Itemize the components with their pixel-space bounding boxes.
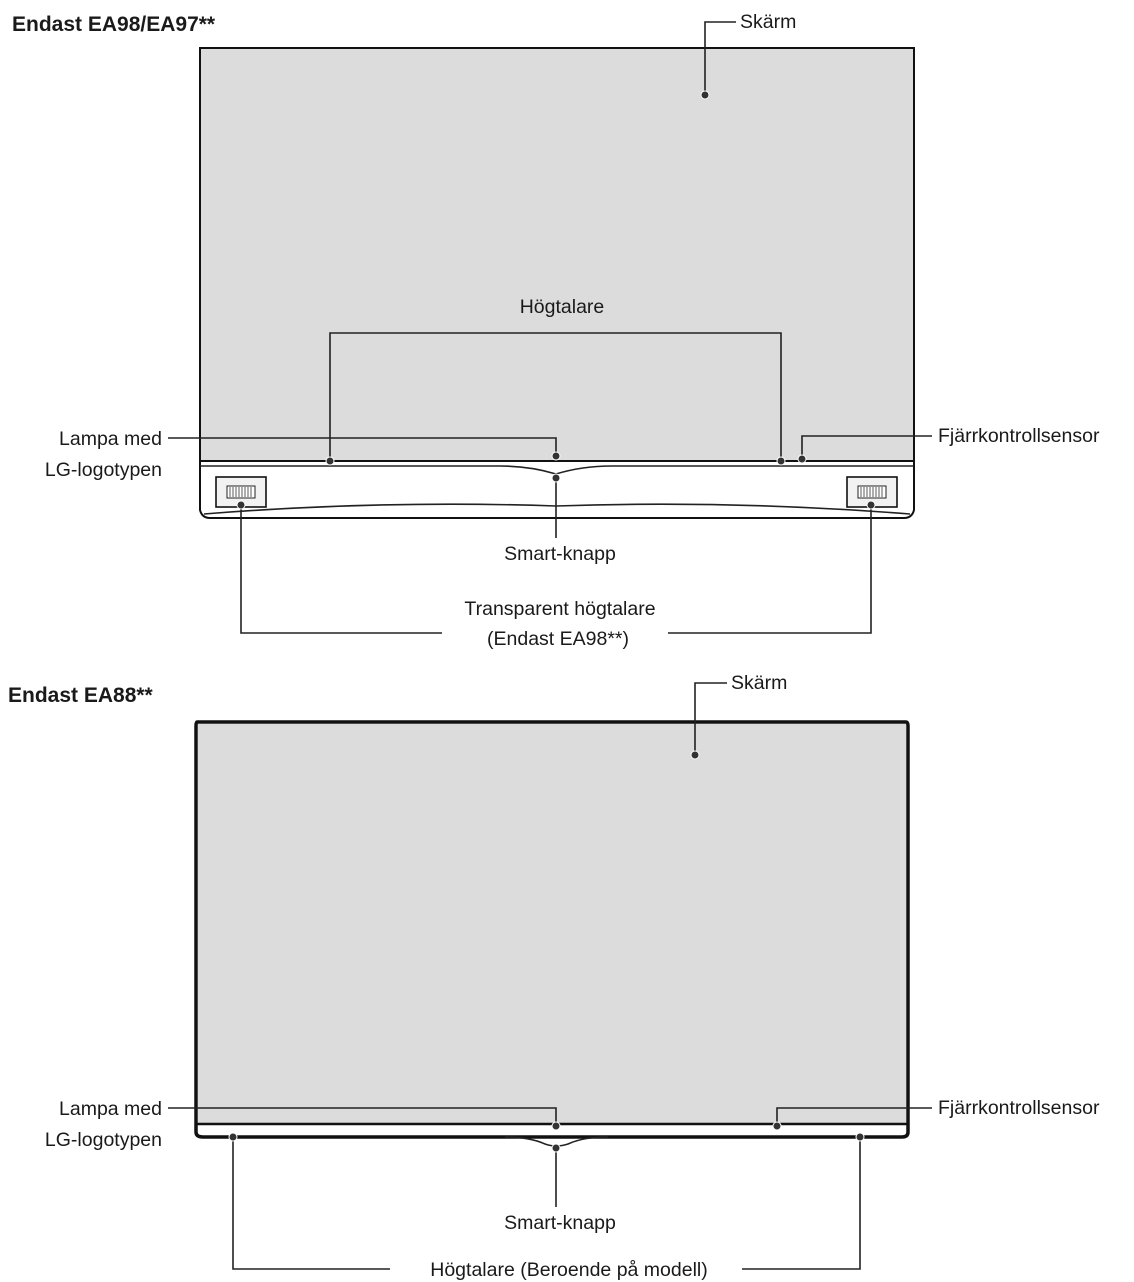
ea88-lamp-label-line2: LG-logotypen [45, 1129, 162, 1151]
ea88-heading: Endast EA88** [8, 684, 154, 707]
ea88-speaker-right-leader [742, 1137, 861, 1270]
ea88-screen-label: Skärm [731, 672, 787, 694]
ea98-screen-label: Skärm [740, 11, 796, 33]
ea98-speaker-right-marker [776, 456, 786, 466]
ea98-lamp-label-line1: Lampa med [59, 428, 162, 450]
ea98-lamp-leader [168, 437, 557, 456]
ea88-remote-sensor-label: Fjärrkontrollsensor [938, 1097, 1100, 1119]
ea98-remote-sensor-marker [797, 454, 807, 464]
ea98-heading: Endast EA98/EA97** [12, 13, 216, 36]
ea98-speakers-leader [329, 332, 782, 461]
ea88-screen-leader [694, 682, 727, 755]
ea88-lamp-leader [168, 1107, 557, 1126]
ea98-remote-sensor-leader [801, 435, 932, 459]
ea98-transparent-speaker-right-leader [668, 505, 872, 634]
ea88-lamp-label-line1: Lampa med [59, 1098, 162, 1120]
ea88-speaker-left-leader [232, 1137, 390, 1270]
ea98-lamp-label-line2: LG-logotypen [45, 459, 162, 481]
ea88-speakers-label: Högtalare (Beroende på modell) [430, 1259, 708, 1281]
ea88-screen-marker [690, 750, 700, 760]
ea88-smart-button-marker [551, 1143, 561, 1153]
ea88-section: Endast EA88** Skärm Lampa med LG-logotyp… [8, 672, 1100, 1281]
ea98-transparent-speaker-right-marker [866, 500, 876, 510]
ea98-speaker-left-marker [325, 456, 335, 466]
ea98-smart-button-label: Smart-knapp [504, 543, 616, 565]
ea98-transparent-speaker-label-line2: (Endast EA98**) [487, 628, 629, 650]
ea88-speaker-right-marker [855, 1132, 865, 1142]
ea98-transparent-speaker-label-line1: Transparent högtalare [464, 598, 655, 620]
ea98-remote-sensor-label: Fjärrkontrollsensor [938, 425, 1100, 447]
ea98-lamp-marker [551, 451, 561, 461]
ea98-speakers-label: Högtalare [520, 296, 605, 318]
ea98-screen-marker [700, 90, 710, 100]
ea88-remote-sensor-leader [776, 1107, 932, 1126]
ea98-transparent-speaker-left-marker [236, 500, 246, 510]
ea98-bottom-bar [199, 460, 915, 519]
ea98-screen-panel [199, 47, 915, 462]
ea88-lamp-marker [551, 1121, 561, 1131]
ea88-screen-panel [198, 724, 906, 1124]
ea98-smart-button-marker [551, 473, 561, 483]
ea98-transparent-speaker-left-leader [240, 505, 442, 634]
ea88-remote-sensor-marker [772, 1121, 782, 1131]
ea98-screen-leader [704, 21, 736, 95]
ea88-smart-button-label: Smart-knapp [504, 1212, 616, 1234]
ea98-section: Endast EA98/EA97** Skärm Högtalare L [12, 11, 1100, 650]
ea88-speaker-left-marker [228, 1132, 238, 1142]
